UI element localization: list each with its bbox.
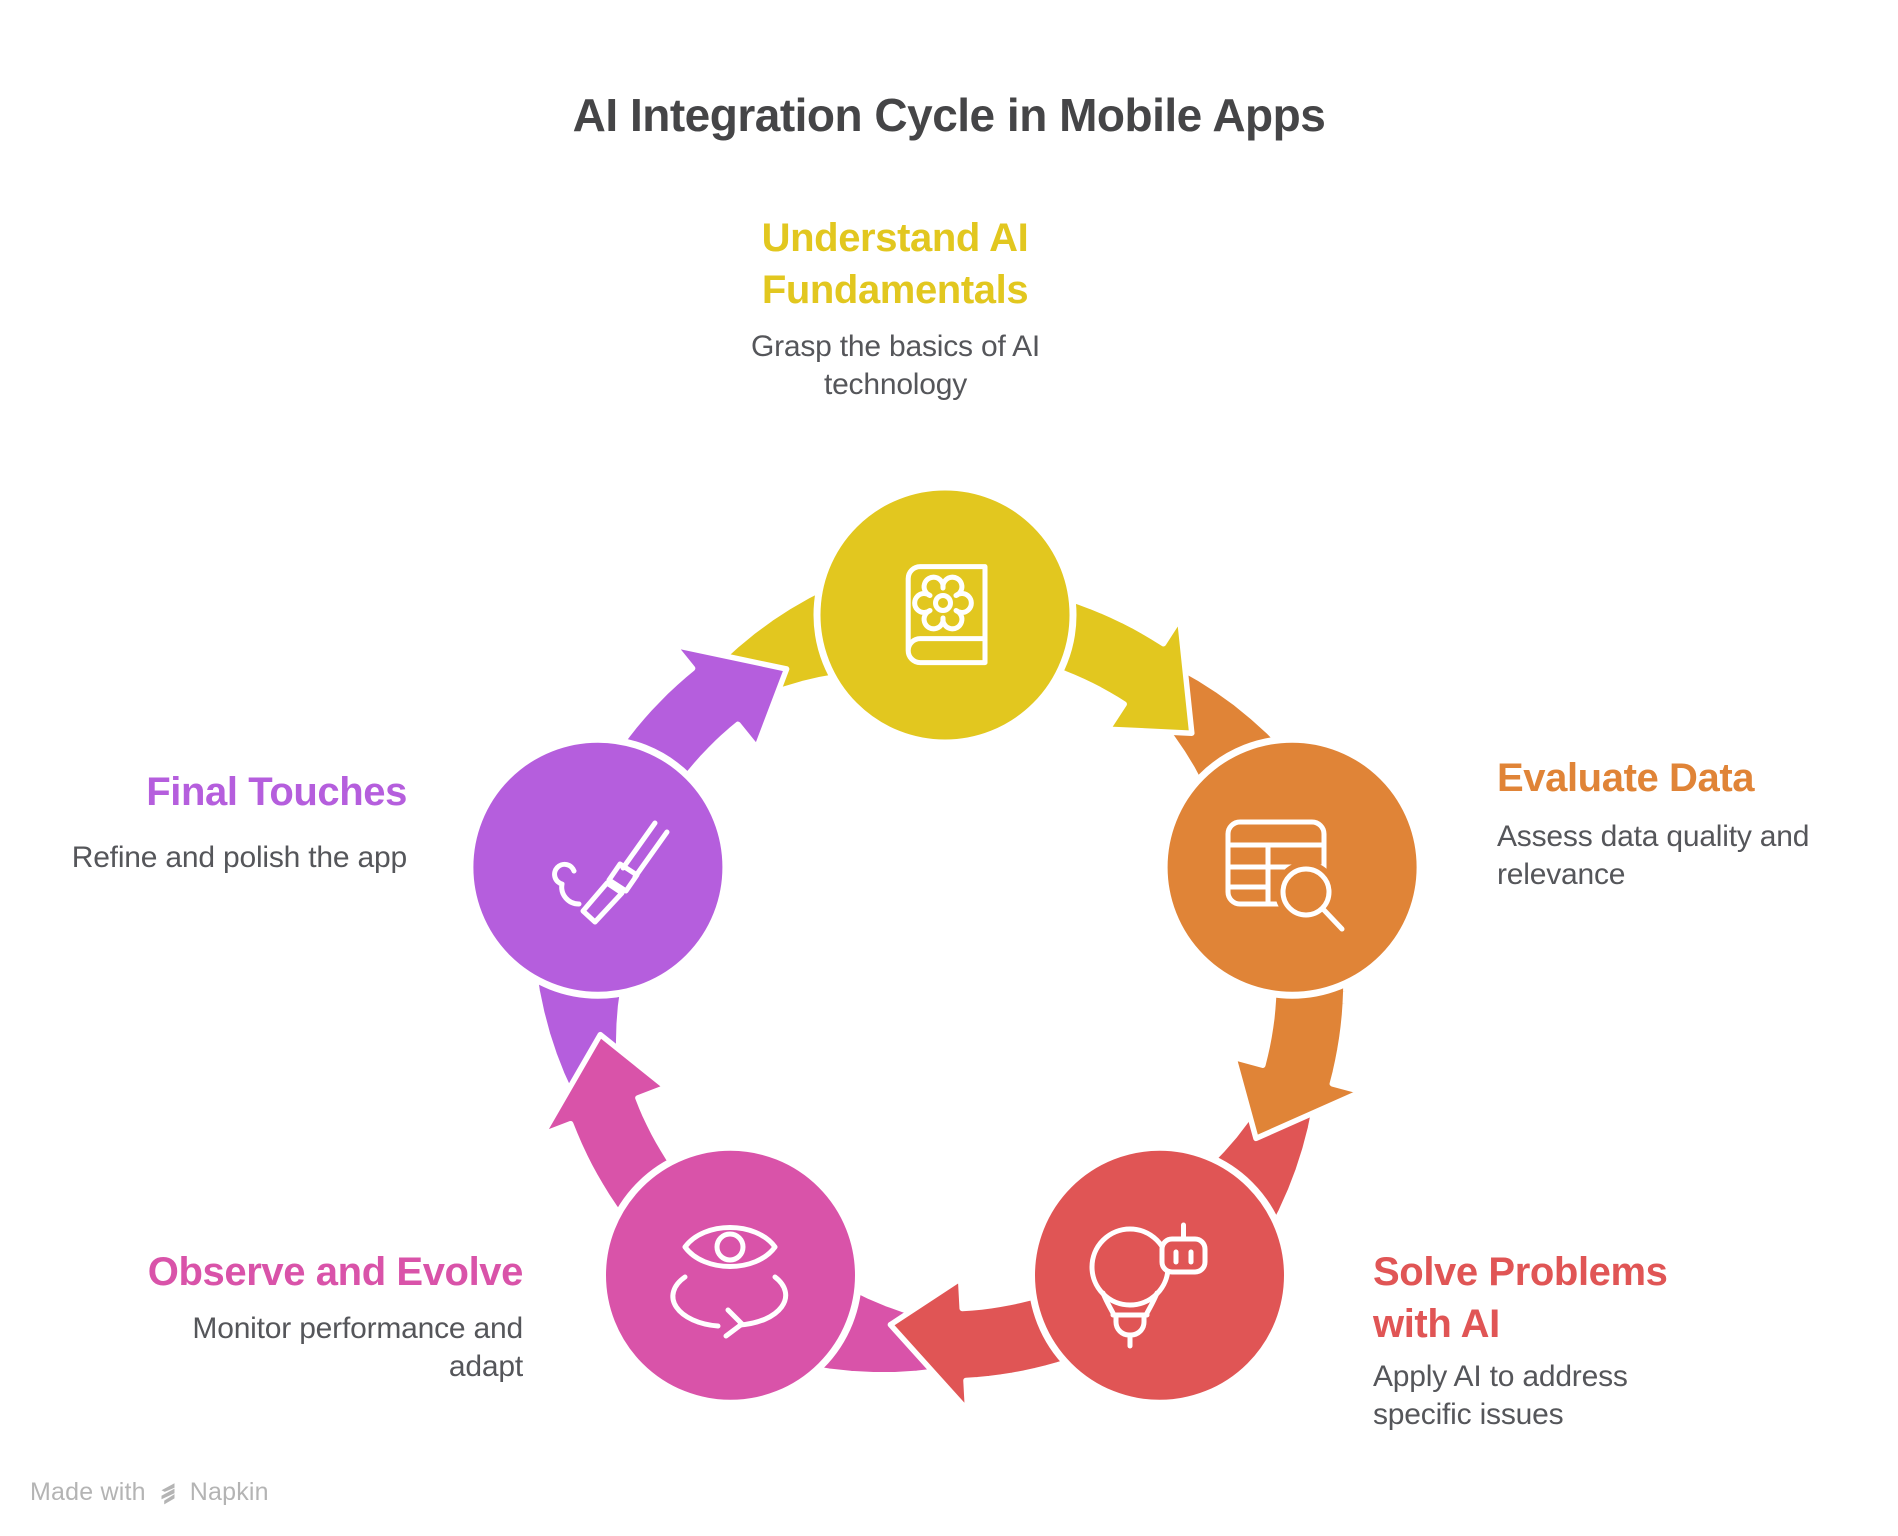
node-label-final-touches: Final Touches	[146, 770, 407, 814]
node-circle-understand-ai	[813, 483, 1077, 747]
node-label-solve-problems: Solve Problems with AI	[1373, 1250, 1668, 1346]
node-label-observe-evolve: Observe and Evolve	[147, 1250, 524, 1294]
lightbulb-robot-icon	[1089, 1222, 1208, 1349]
diagram-title: AI Integration Cycle in Mobile Apps	[572, 89, 1326, 141]
node-desc-observe-evolve: Monitor performance and adapt	[192, 1312, 523, 1383]
node-circles	[466, 483, 1424, 1407]
watermark-text: Made with	[30, 1478, 146, 1506]
node-label-evaluate-data: Evaluate Data	[1497, 756, 1755, 800]
eye-rotate-icon	[670, 1225, 789, 1339]
node-desc-final-touches: Refine and polish the app	[71, 841, 407, 874]
node-desc-evaluate-data: Assess data quality and relevance	[1497, 820, 1810, 891]
watermark-brand: Napkin	[189, 1478, 269, 1506]
robot-head	[1159, 1236, 1208, 1275]
node-circle-final-touches	[466, 735, 730, 999]
node-circle-solve-problems	[1028, 1143, 1291, 1407]
paintbrush-icon	[552, 820, 670, 925]
node-desc-understand-ai: Grasp the basics of AI technology	[750, 330, 1041, 401]
table-search-icon	[1225, 819, 1345, 932]
node-circle-observe-evolve	[599, 1143, 862, 1407]
node-desc-solve-problems: Apply AI to address specific issues	[1373, 1360, 1628, 1431]
node-label-understand-ai: Understand AI Fundamentals	[761, 216, 1029, 312]
watermark: Made with Napkin	[30, 1478, 269, 1507]
napkin-logo-icon	[161, 1482, 175, 1504]
book-gear-icon	[905, 564, 988, 666]
